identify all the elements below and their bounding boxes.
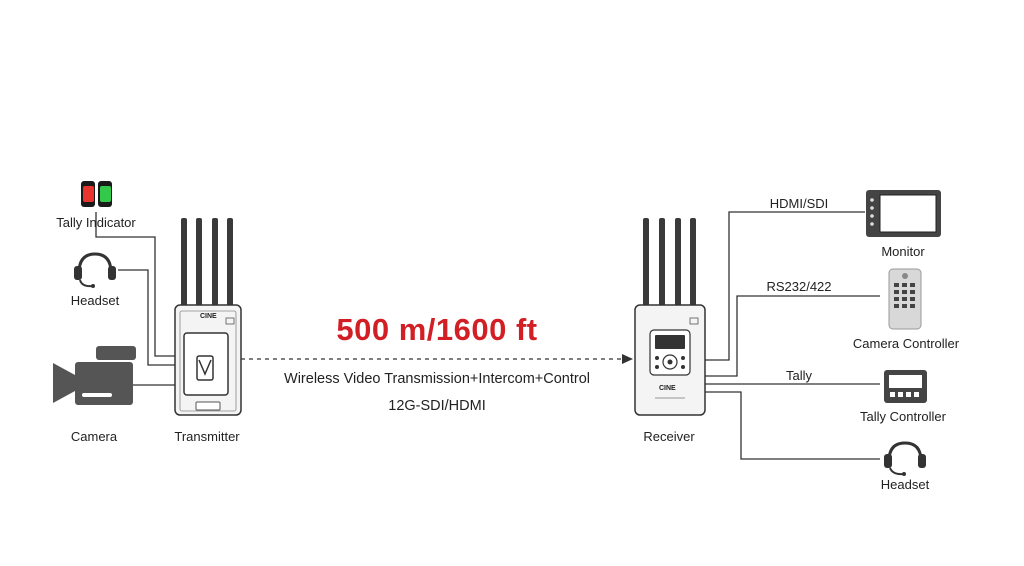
headset-icon xyxy=(884,441,926,476)
signal-type: 12G-SDI/HDMI xyxy=(388,398,486,414)
camera-controller-icon xyxy=(888,268,922,330)
tally-controller-icon xyxy=(884,370,927,403)
monitor-icon xyxy=(866,190,941,237)
headset-left-label: Headset xyxy=(70,293,120,308)
tally-connection-label: Tally xyxy=(785,368,813,383)
left-connection-lines xyxy=(95,212,175,386)
transmitter-label: Transmitter xyxy=(174,429,240,444)
wireless-link-arrow xyxy=(241,354,633,364)
headset-right-label: Headset xyxy=(880,477,930,492)
hdmi-sdi-label: HDMI/SDI xyxy=(769,196,829,211)
tally-controller-label: Tally Controller xyxy=(860,409,946,424)
camera-icon xyxy=(53,346,136,405)
camera-label: Camera xyxy=(70,429,118,444)
receiver-label: Receiver xyxy=(643,429,695,444)
monitor-label: Monitor xyxy=(881,244,925,259)
receiver-logo: CINE xyxy=(659,385,676,392)
link-description: Wireless Video Transmission+Intercom+Con… xyxy=(284,371,590,387)
right-connection-lines xyxy=(705,211,880,460)
receiver-icon xyxy=(634,218,706,416)
headset-icon xyxy=(74,252,116,288)
tally-indicator-label: Tally Indicator xyxy=(56,215,136,230)
rs232-label: RS232/422 xyxy=(766,279,832,294)
transmitter-logo: CINE xyxy=(200,313,217,320)
camera-controller-label: Camera Controller xyxy=(852,336,960,351)
distance-heading: 500 m/1600 ft xyxy=(336,312,538,347)
transmitter-icon xyxy=(174,218,242,416)
tally-light-icon xyxy=(81,181,112,207)
